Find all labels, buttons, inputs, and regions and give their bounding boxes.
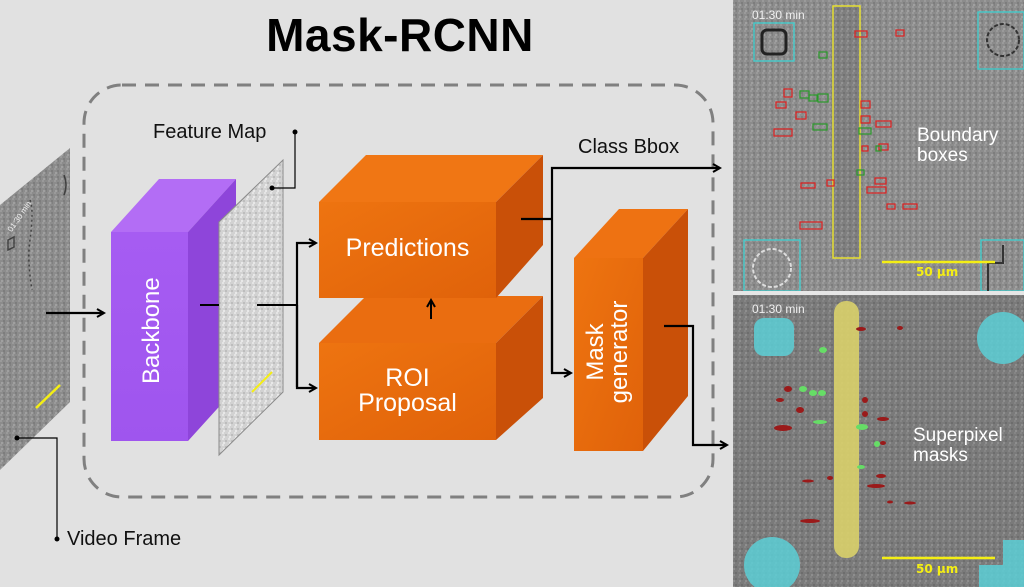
top-panel-timestamp: 01:30 min <box>752 8 805 22</box>
red-detection-boxes <box>773 29 918 230</box>
bottom-panel-timestamp: 01:30 min <box>752 302 805 316</box>
mask-generator-block <box>574 209 688 451</box>
video-frame-image <box>0 148 70 470</box>
predictions-label: Predictions <box>345 234 470 262</box>
boundary-caption-line1: Boundary <box>917 125 999 146</box>
top-scale-label: 50 µm <box>916 265 959 279</box>
feature-map-image <box>218 158 284 457</box>
feature-map-leader <box>272 132 296 189</box>
backbone-block <box>111 179 236 441</box>
mask-generator-label: Mask generator <box>582 292 633 412</box>
mask-rcnn-container <box>82 83 715 499</box>
class-bbox-label: Class Bbox <box>578 136 680 158</box>
backbone-label: Backbone <box>138 277 165 384</box>
arrow-to-predictions <box>295 243 316 387</box>
boundary-boxes-panel <box>733 0 1024 292</box>
feature-map-label: Feature Map <box>153 121 267 143</box>
arrow-superpixel-masks <box>664 324 727 445</box>
arrow-to-roi <box>295 305 316 388</box>
mask-label-line2: generator <box>606 300 633 404</box>
superpixel-masks-panel <box>733 295 1024 587</box>
boundary-boxes-caption: Boundary boxes <box>917 126 998 166</box>
red-masks <box>774 326 916 523</box>
bottom-scale-label: 50 µm <box>916 562 959 576</box>
video-frame-leader <box>17 437 58 539</box>
arrow-to-mask-generator <box>550 300 571 373</box>
roi-proposal-label: ROI Proposal <box>319 366 496 416</box>
green-masks <box>799 347 880 469</box>
video-frame-label: Video Frame <box>67 528 182 550</box>
diagram-title: Mask-RCNN <box>266 9 534 61</box>
roi-label-line2: Proposal <box>358 389 457 417</box>
superpixel-caption-line1: Superpixel <box>913 425 1003 446</box>
superpixel-masks-caption: Superpixel masks <box>913 426 1003 466</box>
roi-label-line1: ROI <box>385 364 430 392</box>
boundary-caption-line2: boxes <box>917 144 968 166</box>
superpixel-caption-line2: masks <box>913 444 968 466</box>
mask-label-line1: Mask <box>582 323 609 381</box>
green-detection-boxes <box>799 51 882 176</box>
roi-proposal-block <box>319 296 543 440</box>
predictions-block <box>319 155 543 298</box>
